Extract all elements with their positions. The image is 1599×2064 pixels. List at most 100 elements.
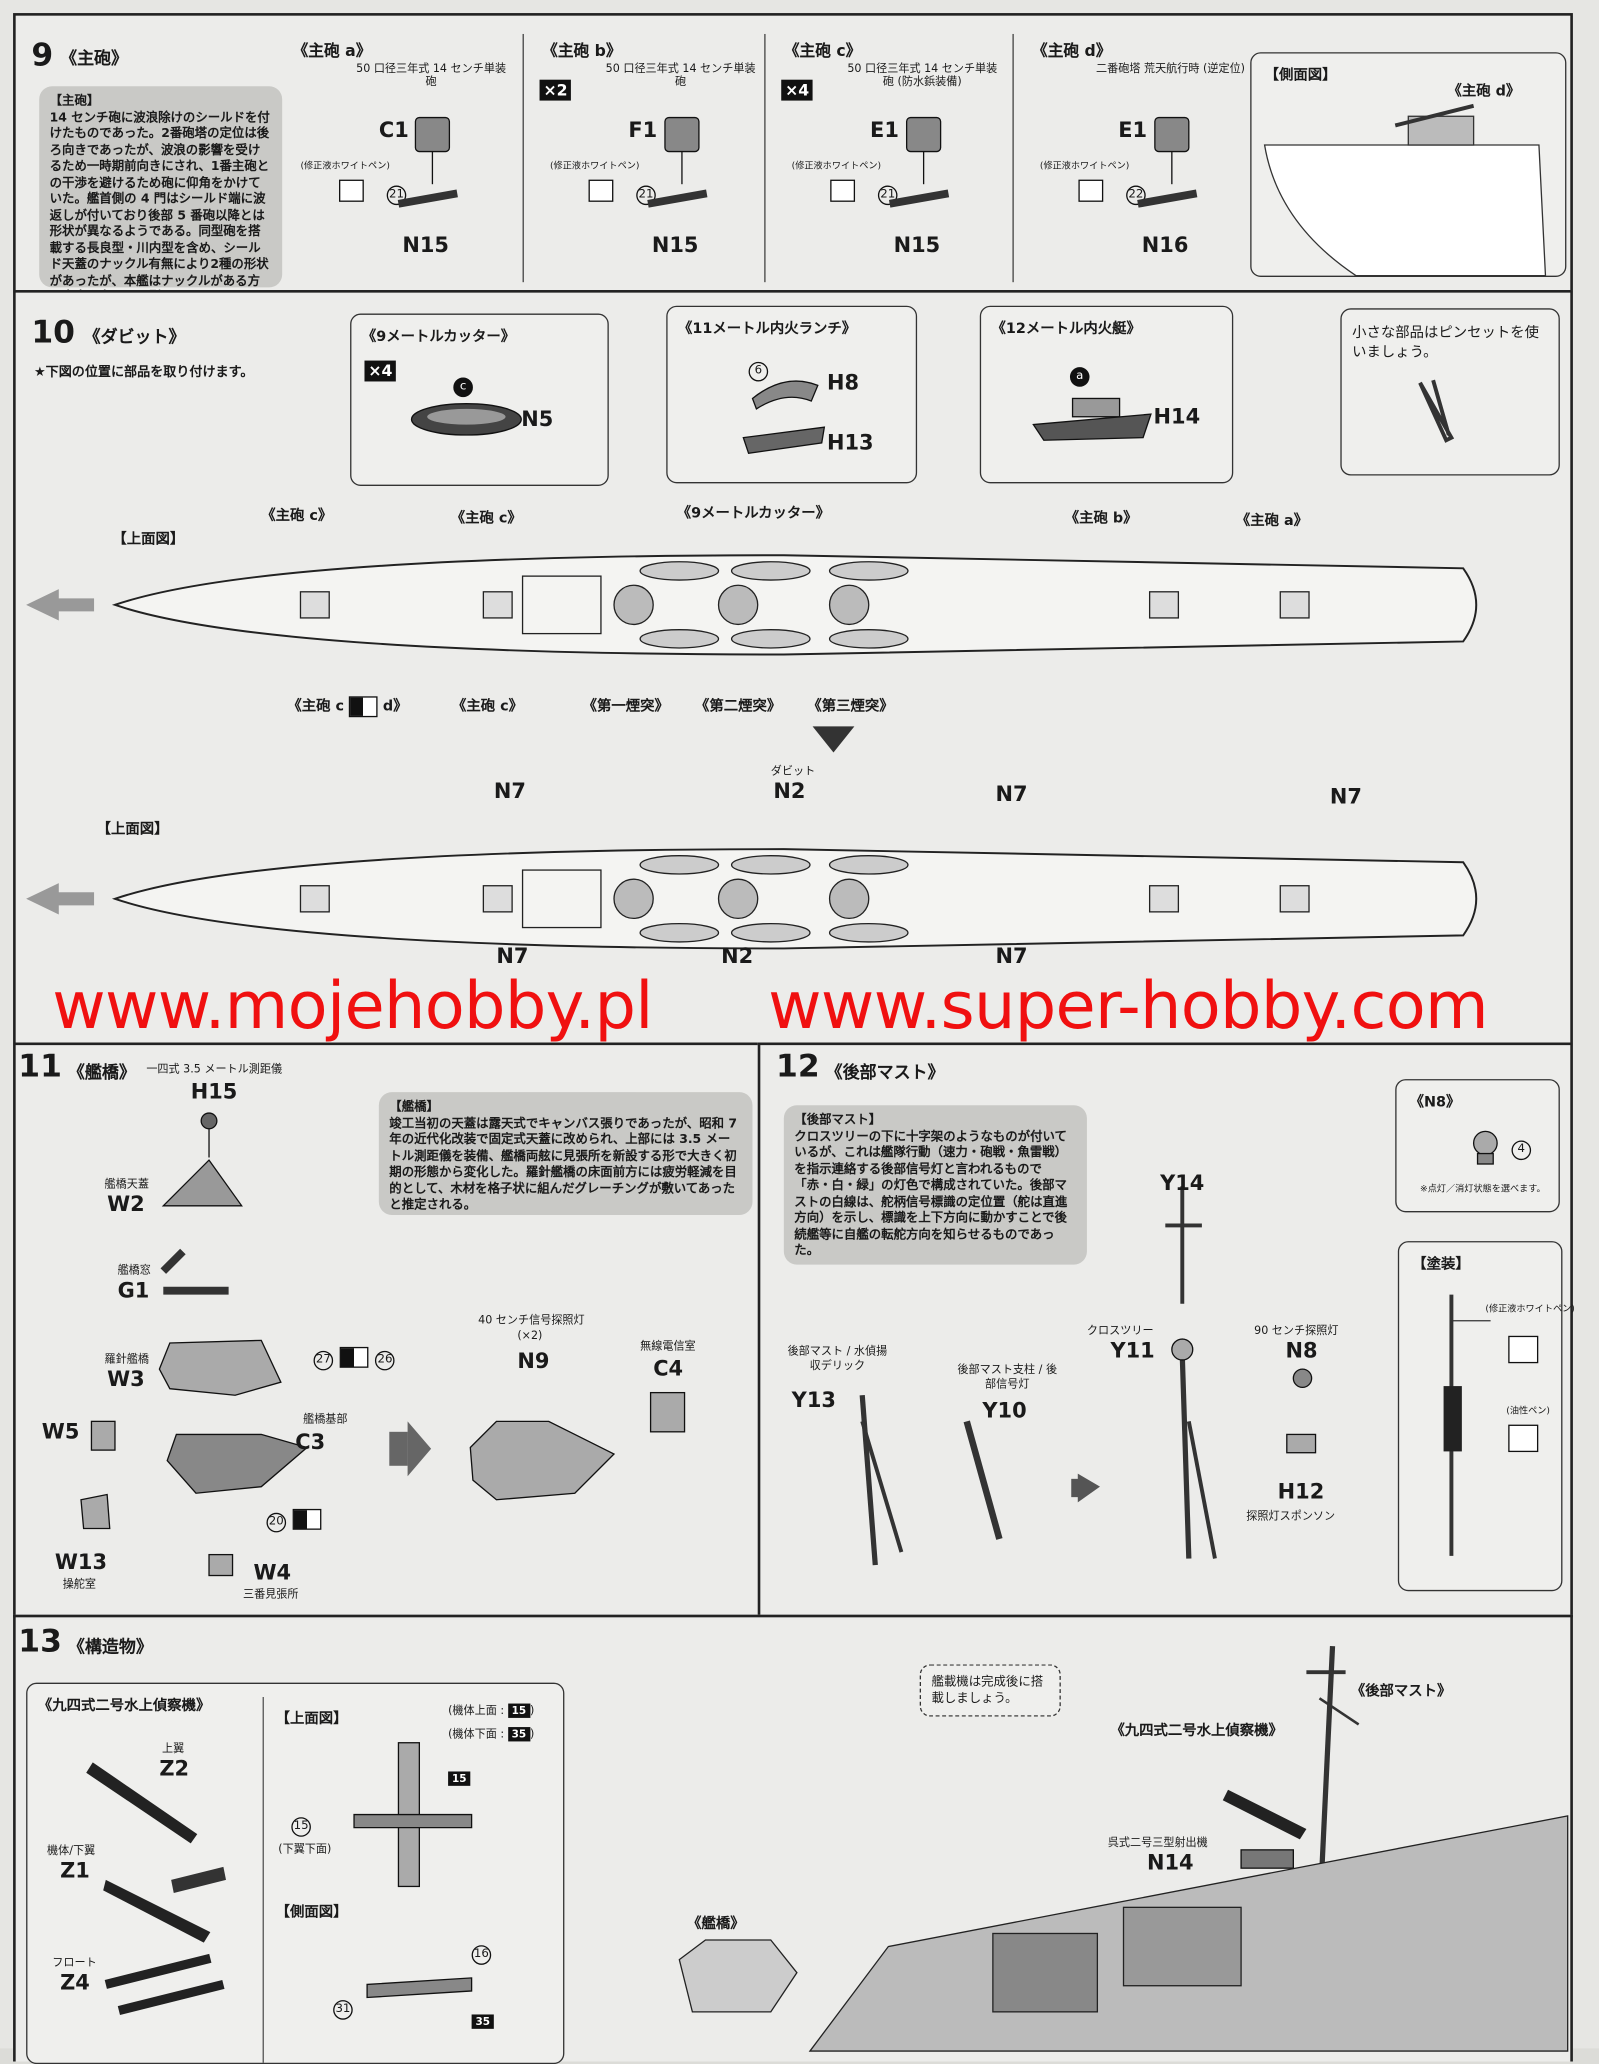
seaplane-illustration bbox=[86, 1742, 473, 2015]
gun-illustration bbox=[588, 116, 708, 208]
Z2-desc: 上翼 bbox=[161, 1742, 185, 1756]
part-number: 4 bbox=[1511, 1140, 1532, 1161]
watermark-mojehobby: www.mojehobby.pl bbox=[52, 968, 653, 1044]
gun-desc: 50 口径三年式 14 センチ単装砲 (防水鋲装備) bbox=[847, 62, 998, 89]
part-shield: C1 bbox=[378, 117, 409, 143]
tweezers-icon bbox=[1418, 379, 1455, 443]
cutter-title: 《9メートルカッター》 bbox=[361, 327, 516, 345]
part-barrel: N15 bbox=[651, 232, 699, 258]
part-Y11: Y11 bbox=[1110, 1337, 1155, 1363]
color-legend-top: (機体上面 : 15) bbox=[448, 1702, 534, 1718]
part-H12: H12 bbox=[1277, 1478, 1325, 1504]
Z1-desc: 機体/下翼 bbox=[47, 1844, 96, 1858]
part-number: 20 bbox=[266, 1512, 287, 1533]
label-text: 《主砲 c bbox=[287, 697, 345, 715]
part-H13: H13 bbox=[826, 429, 874, 455]
ship-top-view bbox=[26, 554, 1478, 656]
N8-note: ※点灯／消灯状態を選べます。 bbox=[1420, 1183, 1546, 1195]
plane-top-view: 【上面図】 bbox=[275, 1710, 348, 1728]
W3-desc: 羅針艦橋 bbox=[104, 1353, 149, 1367]
note-body: 14 センチ砲に波浪除けのシールドを付けたものであった。2番砲塔の定位は後ろ向き… bbox=[49, 110, 270, 304]
painting-box: 【塗装】 (修正液ホワイトペン) (油性ペン) bbox=[1397, 1241, 1575, 1592]
step-title: 《ダビット》 bbox=[83, 327, 186, 348]
part-shield: F1 bbox=[628, 117, 658, 143]
divider bbox=[262, 1697, 264, 2063]
part-number: 16 bbox=[471, 1945, 492, 1965]
label-gun-c: 《主砲 c》 bbox=[450, 509, 522, 527]
gun-title: 《主砲 a》 bbox=[292, 41, 372, 61]
part-shield: E1 bbox=[1118, 117, 1148, 143]
gun-panel: 《主砲 c》 ×4 50 口径三年式 14 センチ単装砲 (防水鋲装備) E1 … bbox=[764, 33, 1007, 283]
Y10-desc: 後部マスト支柱 / 後部信号灯 bbox=[957, 1363, 1058, 1392]
label-gun-a: 《主砲 a》 bbox=[1235, 512, 1309, 530]
part-number: 31 bbox=[333, 2000, 353, 2020]
seaplane-title: 《九四式二号水上偵察機》 bbox=[37, 1697, 211, 1714]
launch-illustration bbox=[742, 380, 826, 455]
searchlight-illustration bbox=[1472, 1130, 1498, 1165]
motor-boat-callout: 《12メートル内火艇》 a H14 bbox=[979, 305, 1234, 484]
part-barrel: N15 bbox=[402, 232, 449, 258]
mark-a: a bbox=[1069, 367, 1090, 387]
Y11-desc: クロスツリー bbox=[1086, 1324, 1154, 1338]
part-Z4: Z4 bbox=[60, 1970, 90, 1995]
label-text: d》 bbox=[382, 697, 408, 715]
bridge-assembly-illustration bbox=[80, 1112, 686, 1577]
N8-option-box: 《N8》 4 ※点灯／消灯状態を選べます。 bbox=[1395, 1079, 1560, 1213]
step-number: 11 bbox=[18, 1047, 62, 1085]
part-number: 27 bbox=[313, 1350, 334, 1371]
ship-top-view bbox=[26, 848, 1478, 950]
davit-label: ダビット bbox=[770, 765, 816, 779]
note-title: 【主砲】 bbox=[49, 94, 100, 109]
part-N7: N7 bbox=[995, 943, 1028, 969]
G1-desc: 艦橋窓 bbox=[117, 1264, 151, 1278]
note-body: クロスツリーの下に十字架のようなものが付いているが、これは艦隊行動（速力・砲戦・… bbox=[794, 1129, 1068, 1259]
part-number: 21 bbox=[386, 185, 407, 206]
part-H14: H14 bbox=[1153, 403, 1201, 429]
main-gun-note: 【主砲】 14 センチ砲に波浪除けのシールドを付けたものであった。2番砲塔の定位… bbox=[39, 86, 283, 304]
gun-panel: 《主砲 b》 ×2 50 口径三年式 14 センチ単装砲 F1 (修正液ホワイト… bbox=[522, 33, 766, 283]
gun-title: 《主砲 c》 bbox=[783, 41, 862, 61]
part-Y14: Y14 bbox=[1160, 1170, 1205, 1196]
gun-illustration bbox=[1078, 116, 1198, 208]
part-N7: N7 bbox=[493, 778, 526, 804]
C4-desc: 無線電信室 bbox=[640, 1340, 696, 1354]
part-N5: N5 bbox=[521, 406, 554, 432]
rangefinder-label: 一四式 3.5 メートル測距儀 bbox=[146, 1063, 283, 1077]
quantity-badge: ×4 bbox=[364, 360, 397, 382]
part-Y10: Y10 bbox=[982, 1397, 1027, 1423]
part-C3: C3 bbox=[295, 1429, 326, 1455]
W2-desc: 艦橋天蓋 bbox=[104, 1178, 149, 1192]
note-body: 竣工当初の天蓋は露天式でキャンバス張りであったが、昭和 7 年の近代化改装で固定… bbox=[389, 1116, 737, 1213]
W4-desc: 三番見張所 bbox=[242, 1588, 299, 1602]
N8-desc: 90 センチ探照灯 bbox=[1254, 1324, 1339, 1338]
label-bridge: 《艦橋》 bbox=[687, 1915, 745, 1933]
pen-note-2: (油性ペン) bbox=[1506, 1405, 1551, 1417]
part-number: 6 bbox=[748, 361, 769, 382]
H12-desc: 探照灯スポンソン bbox=[1246, 1510, 1336, 1524]
pen-note-1: (修正液ホワイトペン) bbox=[1485, 1303, 1575, 1315]
step-number: 9 bbox=[31, 36, 54, 74]
gun-desc: 二番砲塔 荒天航行時 (逆定位) bbox=[1096, 62, 1246, 76]
label-gun-b: 《主砲 b》 bbox=[1064, 509, 1138, 527]
cutter-callout: 《9メートルカッター》 ×4 c N5 bbox=[350, 313, 609, 486]
part-N7: N7 bbox=[1329, 783, 1362, 809]
direction-arrow-icon bbox=[26, 589, 95, 621]
color-legend-bottom: (機体下面 : 35) bbox=[448, 1726, 534, 1742]
step-number: 12 bbox=[776, 1047, 820, 1085]
label-gun-c-d: 《主砲 c d》 bbox=[287, 695, 408, 718]
Y13-desc: 後部マスト / 水偵揚収デリック bbox=[787, 1345, 888, 1374]
ship-structure-illustration bbox=[678, 1645, 1569, 2052]
rear-mast-note: 【後部マスト】 クロスツリーの下に十字架のようなものが付いているが、これは艦隊行… bbox=[783, 1105, 1087, 1265]
launch-callout: 《11メートル内火ランチ》 6 H8 H13 bbox=[666, 305, 918, 484]
C3-desc: 艦橋基部 bbox=[303, 1413, 348, 1427]
rear-mast-assembly-illustration bbox=[859, 1186, 1317, 1566]
paint-note: (修正液ホワイトペン) bbox=[300, 160, 390, 172]
gun-title: 《主砲 d》 bbox=[1032, 41, 1112, 61]
part-W4: W4 bbox=[253, 1559, 292, 1585]
part-barrel: N15 bbox=[893, 232, 941, 258]
N9-count: (×2) bbox=[517, 1329, 543, 1343]
tip-text: 小さな部品はピンセットを使いましょう。 bbox=[1352, 323, 1539, 361]
legend-text: ) bbox=[530, 1704, 535, 1718]
side-view-panel: 【側面図】 《主砲 d》 bbox=[1250, 52, 1567, 277]
gun-desc: 50 口径三年式 14 センチ単装砲 bbox=[605, 62, 756, 89]
